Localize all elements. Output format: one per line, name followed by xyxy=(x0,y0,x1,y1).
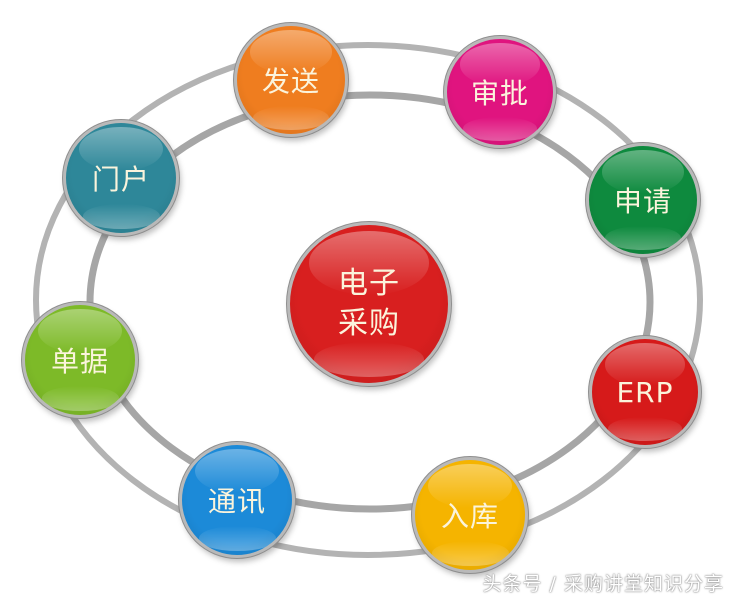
node-approve: 审批 xyxy=(444,36,556,148)
outer-ring xyxy=(33,42,703,558)
node-send: 发送 xyxy=(234,23,348,137)
node-apply: 申请 xyxy=(586,143,700,257)
node-label: 门户 xyxy=(91,163,150,196)
node-label: 单据 xyxy=(50,345,109,378)
node-erp: ERP xyxy=(589,336,701,448)
watermark: 头条号 / 采购讲堂知识分享 xyxy=(482,573,724,595)
node-label: 申请 xyxy=(613,185,672,218)
node-portal: 门户 xyxy=(63,120,179,236)
node-communication: 通讯 xyxy=(179,442,295,558)
node-label: 通讯 xyxy=(207,485,266,518)
node-documents: 单据 xyxy=(22,302,138,418)
node-warehouse-in: 入库 xyxy=(412,457,528,573)
node-label: 入库 xyxy=(440,500,499,533)
node-label: 发送 xyxy=(261,65,320,98)
node-label: 审批 xyxy=(470,77,529,110)
center-label-line2: 采购 xyxy=(338,306,400,341)
center-node-e-procurement: 电子 采购 xyxy=(287,222,451,386)
center-label-line1: 电子 xyxy=(338,266,400,301)
node-label: ERP xyxy=(616,375,674,409)
